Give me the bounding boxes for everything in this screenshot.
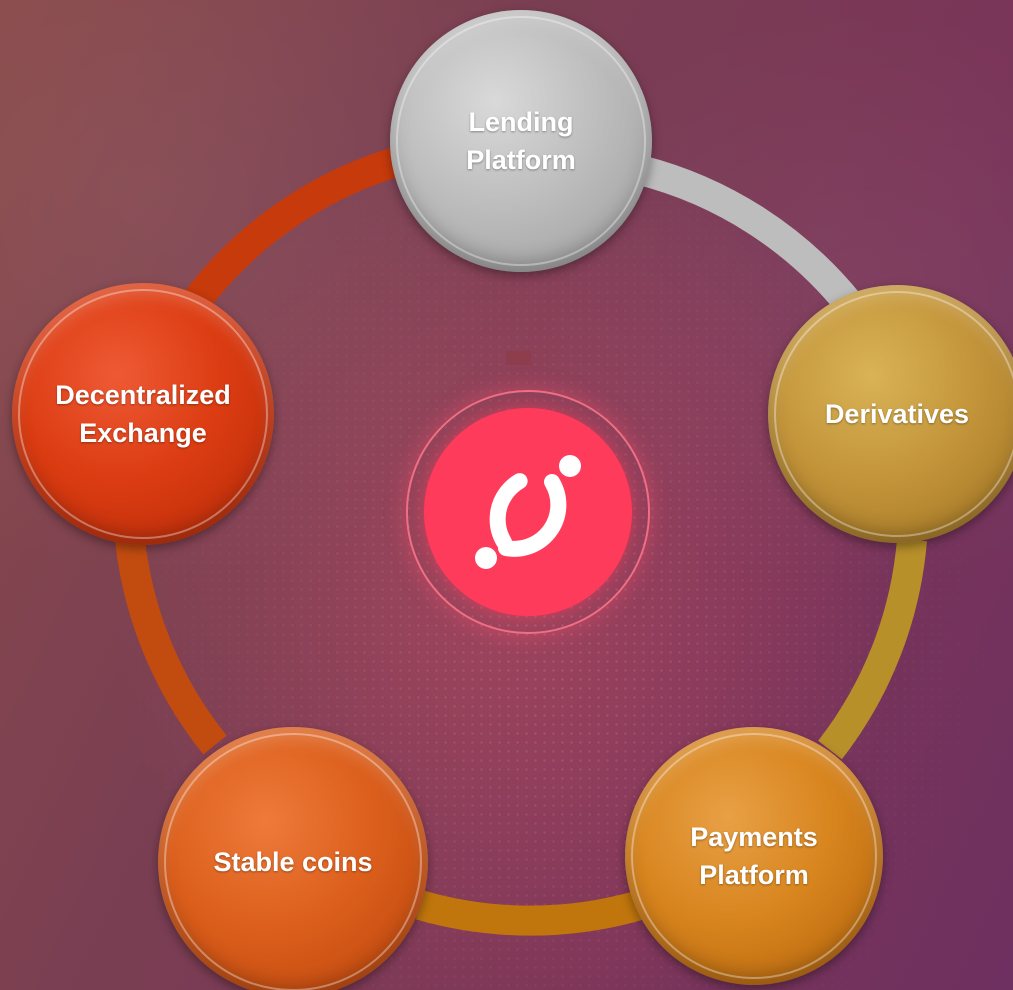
placeholder-rect <box>506 351 531 365</box>
node-decentralized-exchange: Decentralized Exchange <box>12 283 274 545</box>
node-derivatives: Derivatives <box>768 285 1013 543</box>
icx-logo-icon <box>475 455 581 569</box>
arc-derivatives-to-payments <box>818 538 927 760</box>
node-label: Stable coins <box>213 847 373 877</box>
node-payments-platform: Payments Platform <box>625 727 883 985</box>
logo-glow-ring <box>406 390 650 634</box>
node-label: Lending Platform <box>466 107 576 175</box>
node-stable-coins: Stable coins <box>158 727 428 990</box>
arc-dex-to-lending <box>185 143 414 310</box>
node-label: Decentralized Exchange <box>55 380 231 448</box>
node-label: Payments Platform <box>690 822 818 890</box>
arc-lending-to-derivatives <box>636 155 862 315</box>
arc-stable-to-dex <box>115 538 227 755</box>
logo-disc <box>424 408 632 616</box>
center-logo <box>406 390 650 634</box>
node-lending-platform: Lending Platform <box>390 10 652 272</box>
arc-payments-to-stable <box>415 890 645 936</box>
node-label: Derivatives <box>824 399 970 429</box>
